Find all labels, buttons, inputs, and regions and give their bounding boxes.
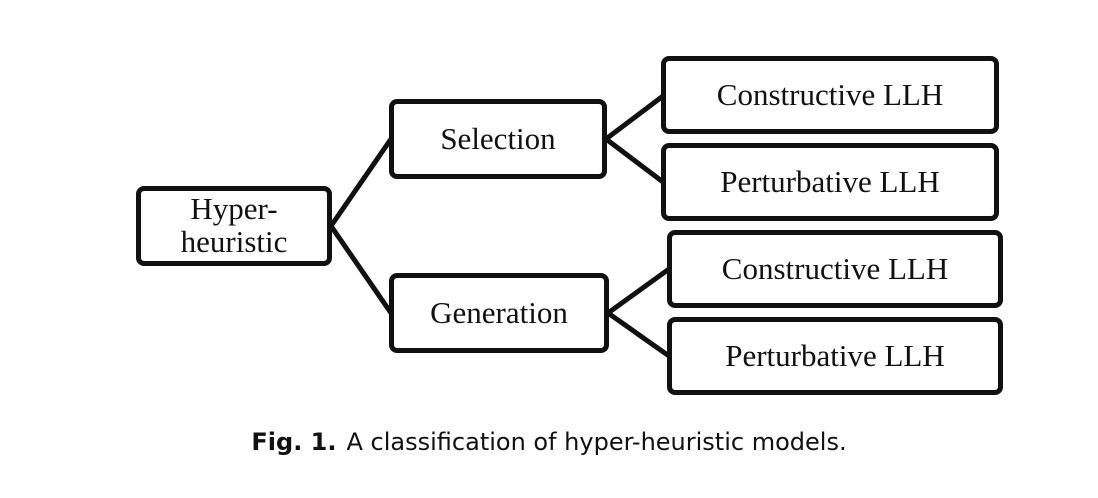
connector-generation-constructive [605, 266, 672, 316]
node-generation-perturbative-llh: Perturbative LLH [667, 317, 1003, 395]
node-selection: Selection [389, 99, 607, 179]
figure-caption: Fig. 1. A classification of hyper-heurist… [0, 428, 1098, 456]
node-generation-perturbative-llh-label: Perturbative LLH [725, 337, 945, 373]
node-selection-label: Selection [440, 120, 556, 156]
node-hyper-heuristic-line1: Hyper- [190, 191, 278, 227]
connector-selection-perturbative [603, 136, 666, 185]
node-selection-perturbative-llh: Perturbative LLH [661, 143, 999, 221]
connector-selection-constructive [603, 93, 666, 142]
figure-label: Fig. 1. [251, 428, 337, 456]
hyper-heuristic-classification-diagram: Hyper- heuristic Selection Generation Co… [136, 56, 1003, 395]
node-generation: Generation [389, 273, 609, 353]
connector-root-generation [328, 223, 394, 316]
node-selection-constructive-llh-label: Constructive LLH [716, 76, 944, 112]
node-generation-constructive-llh: Constructive LLH [667, 230, 1003, 308]
node-selection-perturbative-llh-label: Perturbative LLH [720, 163, 940, 199]
connector-root-selection [328, 136, 394, 229]
node-generation-constructive-llh-label: Constructive LLH [721, 250, 949, 286]
node-hyper-heuristic: Hyper- heuristic [136, 186, 332, 266]
node-hyper-heuristic-line2: heuristic [180, 224, 288, 259]
node-generation-label: Generation [430, 294, 568, 330]
connector-lines [328, 93, 672, 359]
connector-generation-perturbative [605, 310, 672, 359]
node-selection-constructive-llh: Constructive LLH [661, 56, 999, 134]
figure-caption-text: A classification of hyper-heuristic mode… [346, 428, 847, 456]
